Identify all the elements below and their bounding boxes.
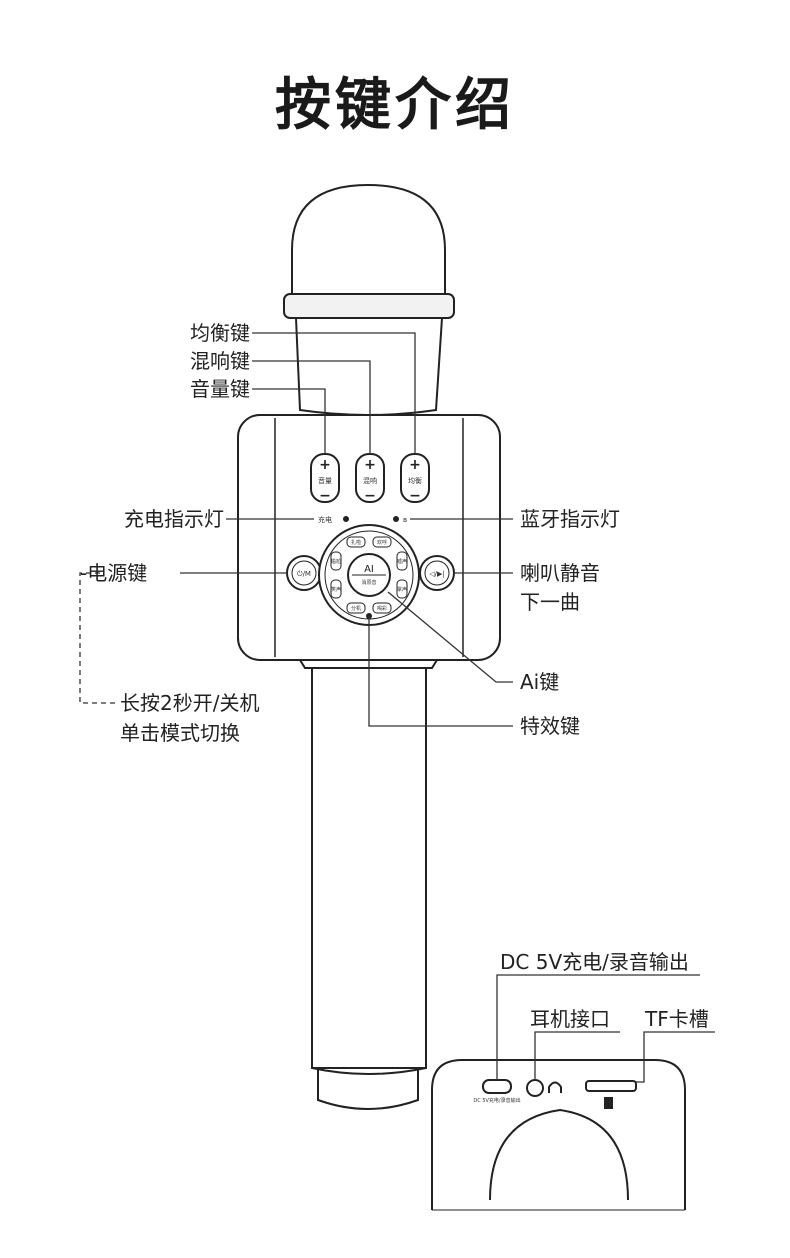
ai-center-text: AI: [364, 564, 374, 575]
volume-button-text: 音量: [318, 476, 332, 485]
headphone-leader: [534, 1031, 620, 1080]
label-mute-key-1: 喇叭静音: [520, 561, 600, 585]
label-effect-key: 特效键: [520, 714, 580, 738]
svg-text:−: −: [409, 488, 421, 504]
ring-label-3: 尴尬: [331, 558, 341, 565]
label-bluetooth-indicator: 蓝牙指示灯: [520, 507, 620, 531]
ring-label-2: 欢呼: [377, 539, 387, 546]
effect-leader: [368, 616, 513, 727]
ring-label-7: 嘘声: [397, 558, 407, 565]
mic-handle: [311, 668, 427, 1069]
dc-port-text: DC 5V充电/录音输出: [473, 1097, 520, 1104]
dc-leader: [496, 974, 700, 1080]
ring-label-5: 分机: [351, 605, 361, 612]
label-power-key: -电源键: [80, 561, 148, 585]
bluetooth-led: [393, 516, 399, 522]
label-charge-indicator: 充电指示灯: [124, 507, 224, 531]
eq-button-text: 均衡: [408, 476, 422, 485]
volume-leader: [252, 388, 326, 454]
mic-base-cap: [317, 1070, 419, 1110]
label-eq-key: 均衡键: [190, 321, 250, 345]
bottom-view-cavity: [489, 1108, 629, 1201]
label-power-note-2: 单击模式切换: [120, 721, 240, 745]
headphone-jack: [526, 1079, 544, 1097]
mic-grille: [291, 183, 446, 295]
label-power-note-1: 长按2秒开/关机: [120, 691, 260, 715]
reverb-leader: [252, 360, 371, 454]
page-title: 按键介绍: [275, 73, 515, 138]
ring-label-8: 掌声: [397, 586, 407, 593]
charge-led-text: 充电: [318, 515, 332, 524]
headphone-icon: [548, 1081, 562, 1093]
label-reverb-key: 混响键: [190, 349, 250, 373]
ring-label-1: 扎啦: [351, 539, 361, 546]
bottom-view-body: [431, 1059, 686, 1210]
label-volume-key: 音量键: [190, 377, 250, 401]
tf-card-slot: [585, 1080, 637, 1092]
charge-led: [343, 516, 349, 522]
svg-text:+: +: [319, 457, 331, 473]
tf-leader: [636, 1031, 715, 1083]
sd-card-icon: [604, 1097, 613, 1109]
svg-text:+: +: [364, 457, 376, 473]
power-bracket: [79, 572, 118, 704]
ai-leader: [387, 591, 513, 683]
label-dc-port: DC 5V充电/录音输出: [500, 950, 689, 974]
label-mute-key-2: 下一曲: [520, 590, 580, 614]
svg-text:−: −: [319, 488, 331, 504]
dc-port: [482, 1079, 512, 1094]
power-icon: ⏻/M: [297, 570, 311, 578]
svg-text:+: +: [409, 457, 421, 473]
ring-label-6: 喝彩: [377, 605, 387, 612]
eq-leader: [252, 332, 416, 454]
label-headphone-port: 耳机接口: [530, 1007, 610, 1031]
top-keys: [310, 453, 430, 503]
svg-text:−: −: [364, 488, 376, 504]
mic-ring: [283, 293, 455, 319]
label-tf-slot: TF卡槽: [645, 1007, 709, 1031]
next-mute-icon: ◁/▶|: [429, 570, 444, 578]
bluetooth-icon: ʙ: [403, 516, 407, 524]
ai-sub-text: 消原音: [361, 579, 376, 586]
ring-label-4: 笑声: [331, 586, 341, 593]
reverb-button-text: 混响: [363, 476, 377, 485]
label-ai-key: Ai键: [520, 670, 560, 694]
